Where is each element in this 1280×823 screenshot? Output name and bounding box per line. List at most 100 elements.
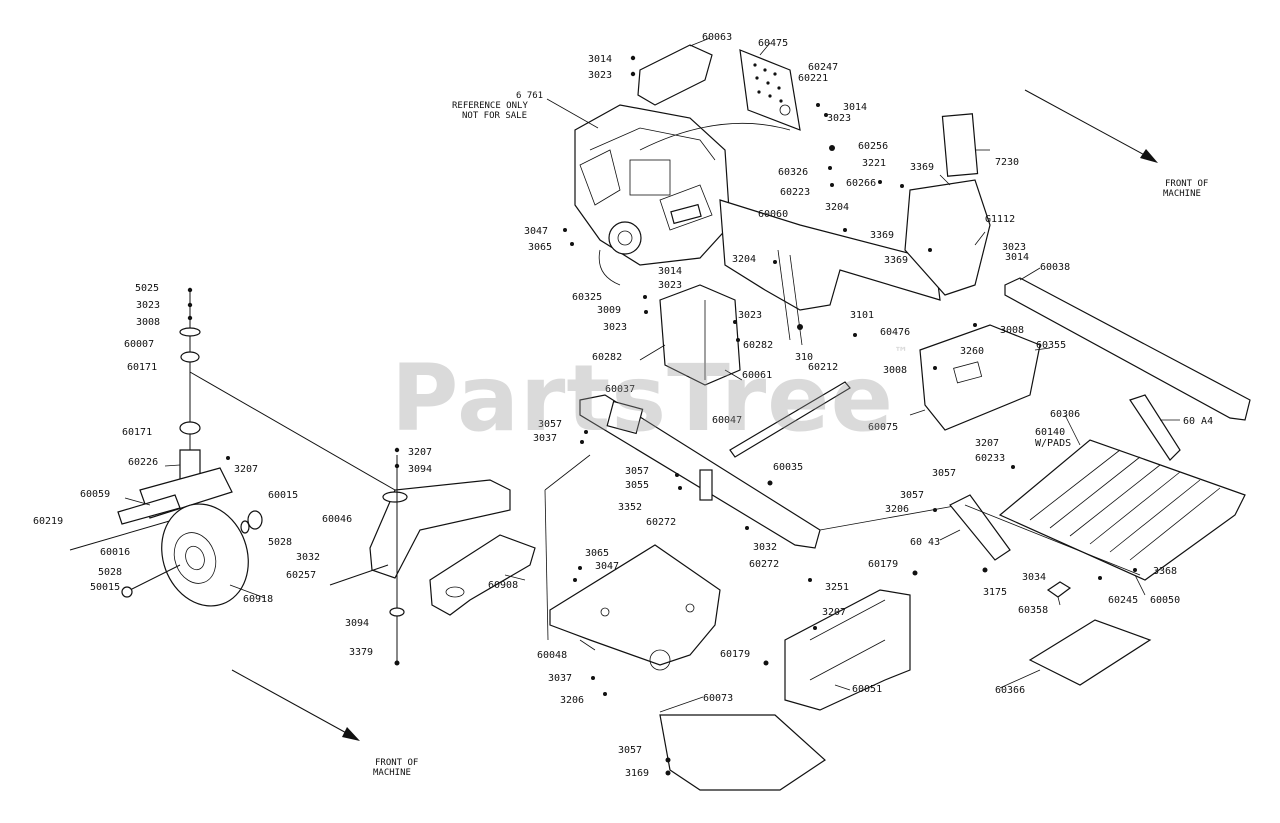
leader-lines (124, 37, 1180, 713)
note-front-left-1: FRONT OF (375, 758, 418, 768)
part-label: 60007 (124, 339, 154, 350)
note-pads-1: 60140 (1035, 427, 1065, 438)
part-label: 60326 (778, 167, 808, 178)
part-label: 3023 (827, 113, 851, 124)
deck-plate-60048 (544, 489, 721, 671)
part-label: 7230 (995, 157, 1019, 168)
part-label: 3065 (528, 242, 552, 253)
note-front-right-2: MACHINE (1163, 189, 1201, 199)
part-label: 60272 (646, 517, 676, 528)
part-label: 3014 (588, 54, 612, 65)
part-label: 3047 (595, 561, 619, 572)
part-label: 60476 (880, 327, 910, 338)
part-label: 3101 (850, 310, 874, 321)
front-arrow-right (1024, 89, 1158, 163)
part-label: 60171 (122, 427, 152, 438)
part-label: 60048 (537, 650, 567, 661)
part-label: 60 43 (910, 537, 940, 548)
part-label: 3057 (538, 419, 562, 430)
part-label: 3207 (408, 447, 432, 458)
part-label: 3206 (885, 504, 909, 515)
part-label: 3014 (843, 102, 867, 113)
part-label: 60256 (858, 141, 888, 152)
part-label: 60051 (852, 684, 882, 695)
part-label: 60038 (1040, 262, 1070, 273)
part-label: 60221 (798, 73, 828, 84)
part-label: 5028 (268, 537, 292, 548)
part-label: 60219 (33, 516, 63, 527)
part-label: 3055 (625, 480, 649, 491)
part-label: 3057 (618, 745, 642, 756)
part-label: 3057 (932, 468, 956, 479)
part-label: 3204 (825, 202, 849, 213)
part-label: 60325 (572, 292, 602, 303)
part-label: 50015 (90, 582, 120, 593)
frame-60051 (784, 589, 911, 711)
fork-60046 (329, 455, 511, 663)
part-label: 3037 (548, 673, 572, 684)
part-label: 60918 (243, 594, 273, 605)
part-label: 5025 (135, 283, 159, 294)
part-label: 3009 (597, 305, 621, 316)
part-label: 3065 (585, 548, 609, 559)
engine-assembly (574, 104, 791, 286)
arm-60a44 (1129, 394, 1181, 461)
frame-rail-60037 (544, 394, 961, 549)
part-label: 60 A4 (1183, 416, 1213, 427)
part-label: 60179 (868, 559, 898, 570)
part-label: 60257 (286, 570, 316, 581)
part-label: 60475 (758, 38, 788, 49)
part-label: 60015 (268, 490, 298, 501)
part-label: G1112 (985, 214, 1015, 225)
part-label: 60272 (749, 559, 779, 570)
part-label: 60016 (100, 547, 130, 558)
rail-60038 (1004, 277, 1251, 421)
part-label: 3014 (658, 266, 682, 277)
part-label: 60179 (720, 649, 750, 660)
part-label: 3175 (983, 587, 1007, 598)
cover-60908 (429, 534, 536, 616)
part-label: 3037 (533, 433, 557, 444)
notes: FRONT OF MACHINE FRONT OF MACHINE 6 761 … (373, 91, 1208, 778)
part-label: 3207 (822, 607, 846, 618)
part-label: 60063 (702, 32, 732, 43)
part-label: 3023 (738, 310, 762, 321)
plate-60358 (1046, 581, 1072, 598)
part-label: 60245 (1108, 595, 1138, 606)
part-label: 60247 (808, 62, 838, 73)
part-label: 3369 (870, 230, 894, 241)
part-label: 60282 (592, 352, 622, 363)
part-label: 3369 (884, 255, 908, 266)
part-label: 60059 (80, 489, 110, 500)
axle-60047 (729, 381, 851, 458)
part-label: 60358 (1018, 605, 1048, 616)
part-label: 3260 (960, 346, 984, 357)
part-label: 3023 (136, 300, 160, 311)
part-label: 3251 (825, 582, 849, 593)
note-pads-2: W/PADS (1035, 438, 1071, 449)
part-label: 3368 (1153, 566, 1177, 577)
part-label: 60060 (758, 209, 788, 220)
part-label: 5028 (98, 567, 122, 578)
control-panel-60475 (739, 49, 801, 131)
note-reference-1: 6 761 (516, 91, 543, 101)
part-label: 3169 (625, 768, 649, 779)
part-label: 60226 (128, 457, 158, 468)
part-label: 3207 (234, 464, 258, 475)
engine-cover-60063 (637, 44, 713, 106)
fasteners (187, 55, 1137, 776)
part-label: 60282 (743, 340, 773, 351)
part-label: 3023 (1002, 242, 1026, 253)
note-reference-2: REFERENCE ONLY (452, 101, 528, 111)
note-reference-3: NOT FOR SALE (462, 111, 527, 121)
part-label: 60366 (995, 685, 1025, 696)
part-label: 3352 (618, 502, 642, 513)
part-label: 60223 (780, 187, 810, 198)
note-front-right-1: FRONT OF (1165, 179, 1208, 189)
part-label: 3034 (1022, 572, 1046, 583)
part-label: 3057 (900, 490, 924, 501)
plate-60355 (919, 324, 1041, 431)
front-arrow-left (231, 669, 360, 741)
part-label: 3094 (345, 618, 369, 629)
